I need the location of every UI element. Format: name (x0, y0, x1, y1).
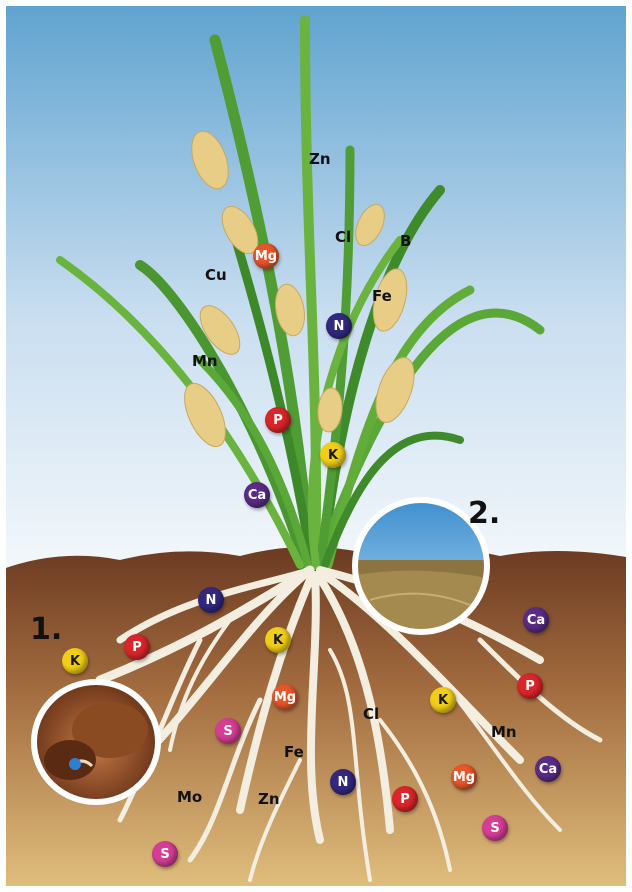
label-mn-top: Mn (192, 352, 218, 370)
label-fe-root: Fe (284, 743, 304, 761)
badge-n-low: N (330, 769, 356, 795)
badge-s-left: S (215, 718, 241, 744)
label-zn-top: Zn (309, 150, 331, 168)
badge-k-left: K (62, 648, 88, 674)
label-b-top: B (400, 232, 411, 250)
badge-k-right: K (430, 687, 456, 713)
badge-n-top: N (326, 313, 352, 339)
marker-1: 1. (30, 612, 62, 647)
badge-s-bottom: S (152, 841, 178, 867)
badge-ca-right: Ca (523, 607, 549, 633)
badge-n-root: N (198, 587, 224, 613)
label-cl-top: Cl (335, 228, 351, 246)
label-mo-root: Mo (177, 788, 202, 806)
badge-p-left: P (124, 634, 150, 660)
label-cu-top: Cu (205, 266, 227, 284)
label-cl-root: Cl (363, 705, 379, 723)
label-zn-root: Zn (258, 790, 280, 808)
badge-ca-right2: Ca (535, 756, 561, 782)
label-mn-root: Mn (491, 723, 517, 741)
badge-k-mid: K (265, 627, 291, 653)
badge-mg-top: Mg (253, 243, 279, 269)
badge-s-low-right: S (482, 815, 508, 841)
badge-mg-root: Mg (272, 684, 298, 710)
badge-k-top: K (320, 442, 346, 468)
badge-p-top: P (265, 407, 291, 433)
badge-p-low: P (392, 786, 418, 812)
badge-ca-top: Ca (244, 482, 270, 508)
marker-2: 2. (468, 496, 500, 531)
label-fe-top: Fe (372, 287, 392, 305)
badge-p-right: P (517, 673, 543, 699)
badge-mg-low: Mg (451, 764, 477, 790)
